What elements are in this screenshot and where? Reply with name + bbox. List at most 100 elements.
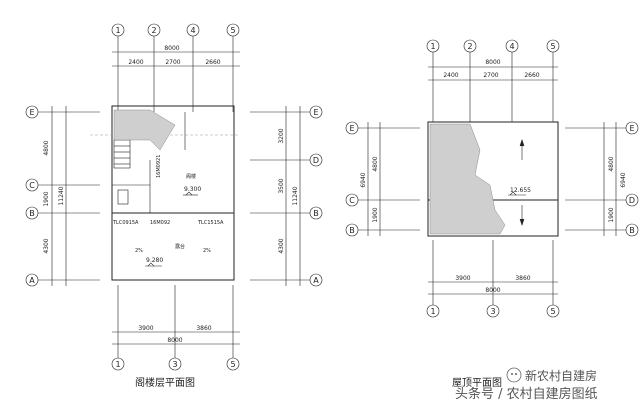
axis-bubble: [309, 153, 323, 167]
right-total-dim: 6940: [620, 172, 627, 187]
left-top-axes: [111, 23, 240, 112]
left-total-dim: 11240: [58, 186, 65, 205]
axis-bubble: [168, 357, 182, 371]
axis-bubble: [345, 193, 359, 207]
bottom-total-dim: 8000: [485, 287, 500, 294]
axis-label: 1: [430, 42, 435, 51]
axis-label: A: [29, 276, 35, 285]
axis-label: 5: [550, 307, 555, 316]
wechat-icon: [506, 367, 522, 383]
room-elev-terrace: 9.280: [146, 257, 163, 264]
axis-label: 1: [115, 26, 120, 35]
roof-outline: [427, 121, 559, 237]
door-label: 16M092: [150, 220, 170, 226]
slope-label: 2%: [135, 248, 143, 254]
left-dim-3: 4300: [43, 238, 50, 253]
right-left-axes: [345, 121, 420, 237]
axis-bubble: [226, 357, 240, 371]
bottom-total-dim: 8000: [167, 337, 182, 344]
axis-bubble: [309, 273, 323, 287]
axis-bubble: [625, 193, 639, 207]
right-plan-title: 屋顶平面图: [452, 377, 502, 389]
watermark-line1: 新农村自建房: [525, 368, 597, 383]
ridge-elevation: 12.655: [510, 187, 531, 194]
axis-label: 5: [550, 42, 555, 51]
axis-label: B: [349, 226, 355, 235]
axis-bubble: [546, 304, 560, 318]
right-top-axes: [426, 39, 560, 122]
left-bottom-axes: [111, 285, 240, 371]
axis-bubble: [345, 121, 359, 135]
left-plan-title: 阁楼层平面图: [135, 376, 195, 389]
right-bottom-axes: [426, 240, 560, 318]
axis-label: 3: [172, 360, 177, 369]
axis-label: E: [313, 108, 318, 117]
left-plan-text: 8000 2400 2700 2660 1 2 4 5 3900 3860 80…: [29, 26, 319, 389]
watermark: 新农村自建房 头条号 / 农村自建房图纸: [455, 367, 598, 402]
top-dim-3: 2660: [524, 72, 539, 79]
axis-bubble: [309, 206, 323, 220]
right-side-axes-left-plan: [250, 105, 323, 287]
left-building-outline: [111, 105, 235, 281]
axis-label: B: [629, 226, 635, 235]
axis-bubble: [426, 304, 440, 318]
axis-label: E: [349, 124, 354, 133]
axis-bubble: [625, 121, 639, 135]
axis-label: A: [313, 276, 319, 285]
bottom-dim-1: 3900: [138, 325, 153, 332]
axis-bubble: [25, 273, 39, 287]
bottom-dim-2: 3860: [196, 325, 211, 332]
slope-label: 2%: [203, 248, 211, 254]
axis-label: B: [29, 209, 35, 218]
door-label: 16M0921: [156, 155, 162, 178]
top-total-dim: 8000: [164, 45, 179, 52]
axis-bubble: [505, 39, 519, 53]
axis-label: 1: [115, 360, 120, 369]
axis-label: 1: [430, 307, 435, 316]
door-label: TLC0915A: [112, 220, 139, 226]
axis-bubble: [463, 39, 477, 53]
axis-bubble: [186, 23, 200, 37]
top-total-dim: 8000: [485, 59, 500, 66]
room-elev-attic: 9.300: [184, 186, 201, 193]
axis-bubble: [226, 23, 240, 37]
left-dim-2: 1900: [372, 207, 379, 222]
axis-label: D: [313, 156, 319, 165]
axis-bubble: [147, 23, 161, 37]
axis-bubble: [111, 23, 125, 37]
axis-bubble: [111, 357, 125, 371]
right-hatch-area: [429, 123, 506, 235]
axis-label: E: [629, 124, 634, 133]
left-side-axes: [25, 105, 100, 287]
toilet-fixture: [117, 189, 129, 205]
axis-label: E: [29, 108, 34, 117]
room-name-attic: 阁楼: [186, 173, 196, 180]
left-elevation-markers: [145, 191, 198, 267]
axis-label: 3: [490, 307, 495, 316]
door-label: TLC1515A: [197, 220, 224, 226]
right-right-axes: [565, 121, 639, 237]
axis-label: 2: [151, 26, 156, 35]
axis-bubble: [25, 206, 39, 220]
top-dim-1: 2400: [443, 72, 458, 79]
top-dim-2: 2700: [483, 72, 498, 79]
axis-label: 5: [230, 26, 235, 35]
axis-label: 2: [467, 42, 472, 51]
axis-label: C: [349, 196, 355, 205]
axis-label: 5: [230, 360, 235, 369]
left-dim-1: 4800: [43, 140, 50, 155]
top-dim-1: 2400: [128, 59, 143, 66]
room-name-terrace: 露台: [175, 243, 185, 250]
top-dim-2: 2700: [165, 59, 180, 66]
right-total-dim: 11240: [292, 186, 299, 205]
left-hatch-area: [113, 109, 176, 151]
right-dim-1: 3200: [278, 128, 285, 143]
axis-bubble: [25, 105, 39, 119]
left-total-dim: 6940: [360, 172, 367, 187]
left-dim-2: 1900: [43, 191, 50, 206]
right-dim-2: 1900: [608, 207, 615, 222]
axis-bubble: [345, 223, 359, 237]
axis-bubble: [309, 105, 323, 119]
axis-bubble: [486, 304, 500, 318]
